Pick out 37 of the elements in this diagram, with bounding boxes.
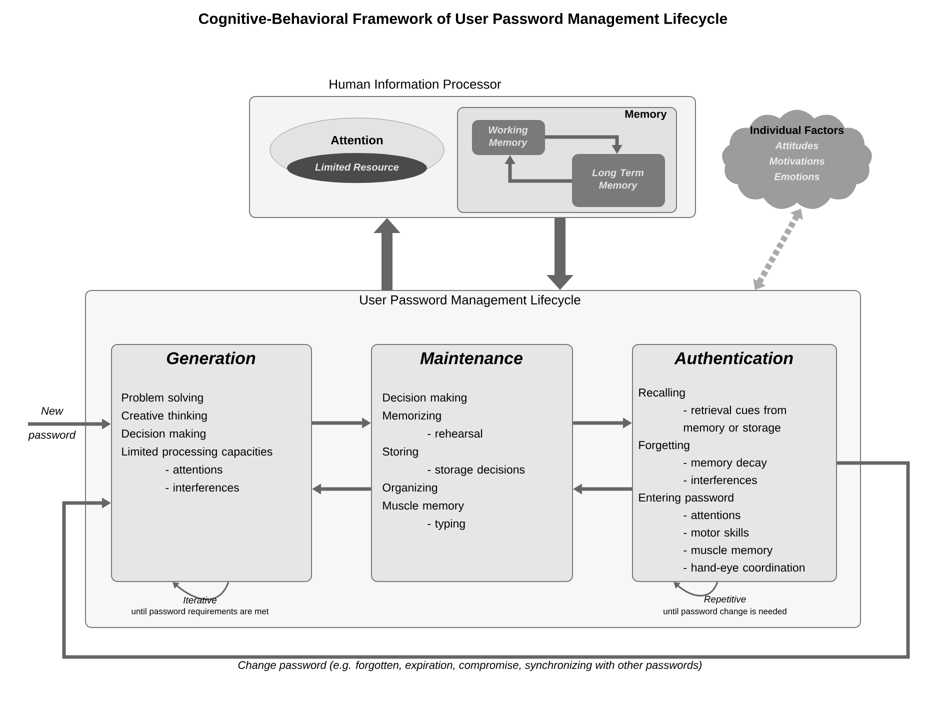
- list-item: Decision making: [383, 393, 466, 404]
- memory-box: Working Memory: [472, 120, 545, 155]
- edge-label: New password: [28, 407, 76, 441]
- list-item: - muscle memory: [684, 546, 773, 556]
- arrow: [62, 461, 910, 659]
- list-item: - interferences: [166, 483, 239, 492]
- edge-label: Change password (e.g. forgotten, expiration, compromise, synchronizing with other passwords): [238, 660, 702, 672]
- list-item: Decision making: [122, 429, 206, 440]
- list-item: Memorizing: [383, 411, 441, 422]
- list-item: - hand-eye coordination: [684, 563, 805, 574]
- edge-label: Iterative: [184, 596, 217, 604]
- list-item: - rehearsal: [428, 429, 482, 438]
- list-item: Problem solving: [122, 393, 203, 404]
- memory-box: Long Term Memory: [572, 154, 665, 207]
- arrow: [172, 582, 230, 600]
- list-item: Recalling: [639, 388, 685, 399]
- list-item: - retrieval cues from memory or storage: [684, 406, 786, 434]
- list-item: Muscle memory: [383, 501, 464, 512]
- list-item: Forgetting: [639, 440, 690, 452]
- list-item: Entering password: [639, 493, 734, 504]
- list-item: - interferences: [684, 476, 757, 484]
- list-item: Limited processing capacities: [122, 447, 272, 458]
- note: until password change is needed: [664, 608, 786, 616]
- arrow: [674, 582, 718, 596]
- list-item: - attentions: [166, 465, 222, 474]
- list-item: Creative thinking: [122, 411, 207, 422]
- list-item: Storing: [382, 447, 418, 458]
- list-item: - storage decisions: [428, 465, 525, 476]
- list-item: - memory decay: [684, 458, 767, 469]
- list-item: - typing: [428, 519, 465, 530]
- list-item: - motor skills: [684, 528, 749, 537]
- title: Cognitive-Behavioral Framework of User Password Management Lifecycle: [198, 12, 728, 28]
- node-label: Human Information Processor: [330, 79, 502, 89]
- edge-label: Repetitive: [704, 596, 746, 604]
- note: until password requirements are met: [132, 608, 269, 616]
- list-item: - attentions: [684, 510, 740, 520]
- list-item: Organizing: [382, 483, 438, 494]
